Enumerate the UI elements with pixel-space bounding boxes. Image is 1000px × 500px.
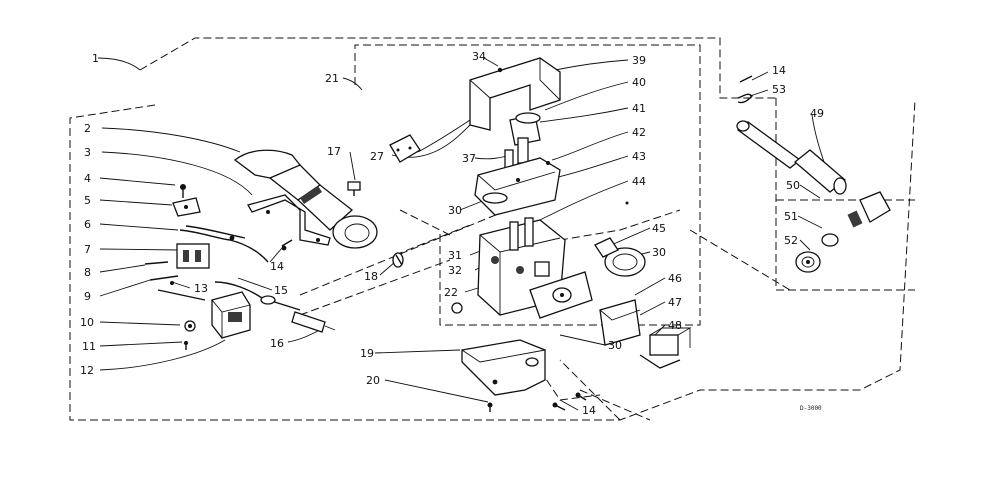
callout-47: 47: [668, 296, 682, 309]
callout-15: 15: [274, 284, 288, 297]
callout-39: 39: [632, 54, 646, 67]
part-14-screws-bottom: [552, 392, 587, 411]
callout-40: 40: [632, 76, 646, 89]
misc-dot: [625, 201, 629, 205]
callout-21: 21: [325, 72, 339, 85]
callout-3: 3: [84, 146, 91, 159]
callout-14b: 14: [582, 404, 596, 417]
assembly-49-boundary: [775, 98, 915, 291]
part-10-11-fasteners: [184, 320, 196, 350]
part-20-screw: [487, 402, 493, 412]
callout-16: 16: [270, 337, 284, 350]
callout-30a: 30: [448, 204, 462, 217]
part-8-9-pins: [144, 261, 206, 301]
part-50-52-fittings: [795, 191, 891, 273]
callout-13: 13: [194, 282, 208, 295]
callout-27: 27: [370, 150, 384, 163]
callout-14c: 14: [772, 64, 786, 77]
callout-45: 45: [652, 222, 666, 235]
part-7-switch-block: [176, 243, 210, 269]
callout-6: 6: [84, 218, 91, 231]
callout-19: 19: [360, 347, 374, 360]
part-18-nut: [392, 252, 404, 268]
callout-46: 46: [668, 272, 682, 285]
callout-30b: 30: [652, 246, 666, 259]
part-5-plate: [172, 197, 201, 217]
callout-10: 10: [80, 316, 94, 329]
callout-32: 32: [448, 264, 462, 277]
part-46-48-igniter: [599, 299, 692, 369]
part-12-thermostat: [211, 291, 251, 339]
callout-50: 50: [786, 179, 800, 192]
callout-8: 8: [84, 266, 91, 279]
callout-49: 49: [810, 107, 824, 120]
part-6-wire-lead: [179, 225, 269, 263]
callout-20: 20: [366, 374, 380, 387]
callout-18: 18: [364, 270, 378, 283]
part-39-cover: [469, 57, 561, 131]
callout-1: 1: [92, 52, 99, 65]
part-control-knob: [529, 271, 593, 319]
callout-11: 11: [82, 340, 96, 353]
part-13-15-16-thermocouple: [214, 239, 336, 333]
part-19-mounting-bracket: [461, 339, 546, 396]
callout-43: 43: [632, 150, 646, 163]
callout-7: 7: [84, 243, 91, 256]
callout-41: 41: [632, 102, 646, 115]
callout-9: 9: [84, 290, 91, 303]
part-27-gasket: [389, 134, 421, 163]
callout-37: 37: [462, 152, 476, 165]
callout-42: 42: [632, 126, 646, 139]
part-49-pilot-tube: [736, 120, 847, 195]
part-3-bracket: [247, 194, 331, 246]
assembly-21-boundary: [354, 44, 701, 326]
callout-53: 53: [772, 83, 786, 96]
callout-labels: 1 2 3 4 5 6 7 8 9 10 11 12 13 14 15 16 1…: [80, 50, 824, 417]
callout-4: 4: [84, 172, 91, 185]
part-17-screw: [347, 181, 361, 196]
part-4-screw: [180, 184, 186, 198]
callout-12: 12: [80, 364, 94, 377]
callout-30c: 30: [608, 339, 622, 352]
part-2-burner-tube: [233, 149, 378, 249]
connector-dash-lines: [299, 204, 791, 421]
callout-48: 48: [668, 319, 682, 332]
callout-31: 31: [448, 249, 462, 262]
figure-code: D-3000: [800, 405, 822, 412]
callout-5: 5: [84, 194, 91, 207]
callout-52: 52: [784, 234, 798, 247]
part-53-14-clip: [737, 75, 753, 104]
callout-2: 2: [84, 122, 91, 135]
leader-lines: [97, 57, 826, 411]
callout-34: 34: [472, 50, 486, 63]
part-42-44-valve-top: [474, 157, 561, 216]
callout-22: 22: [444, 286, 458, 299]
part-45-diaphragm: [594, 237, 646, 277]
callout-51: 51: [784, 210, 798, 223]
callout-14a: 14: [270, 260, 284, 273]
callout-17: 17: [327, 145, 341, 158]
part-22-screw: [451, 302, 463, 314]
callout-44: 44: [632, 175, 646, 188]
